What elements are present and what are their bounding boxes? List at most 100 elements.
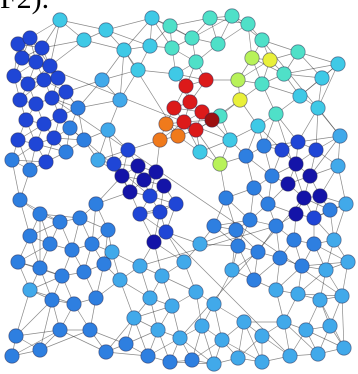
graph-node xyxy=(38,154,54,170)
graph-node xyxy=(268,106,284,122)
graph-node xyxy=(36,72,52,88)
graph-node xyxy=(312,292,328,308)
graph-node xyxy=(330,158,346,174)
graph-node xyxy=(188,284,204,300)
graph-node xyxy=(206,296,222,312)
graph-node xyxy=(36,116,52,132)
graph-node xyxy=(4,152,20,168)
graph-node xyxy=(290,134,306,150)
graph-node xyxy=(112,272,128,288)
graph-node xyxy=(254,76,270,92)
graph-node xyxy=(144,10,160,26)
graph-node xyxy=(158,116,174,132)
graph-node xyxy=(32,260,48,276)
graph-edge xyxy=(283,321,319,355)
graph-edge xyxy=(15,299,53,337)
graph-node xyxy=(322,202,338,218)
graph-node xyxy=(314,70,330,86)
graph-node xyxy=(42,236,58,252)
graph-edge xyxy=(275,113,305,199)
graph-node xyxy=(32,206,48,222)
graph-node xyxy=(42,58,58,74)
graph-node xyxy=(146,234,162,250)
graph-node xyxy=(246,180,262,196)
graph-node xyxy=(14,50,30,66)
graph-node xyxy=(164,40,180,56)
graph-node xyxy=(82,322,98,338)
graph-node xyxy=(210,36,226,52)
graph-node xyxy=(156,178,172,194)
graph-node xyxy=(20,76,36,92)
graph-node xyxy=(88,290,104,306)
figure-caption: F2). xyxy=(0,0,49,14)
graph-node xyxy=(52,12,68,28)
graph-node xyxy=(164,298,180,314)
graph-node xyxy=(168,66,184,82)
graph-node xyxy=(114,168,130,184)
graph-edge xyxy=(105,17,153,31)
graph-node xyxy=(152,132,168,148)
graph-node xyxy=(274,142,290,158)
graph-node xyxy=(28,96,44,112)
graph-edge xyxy=(139,225,277,267)
graph-node xyxy=(52,108,68,124)
graph-node xyxy=(230,350,246,366)
graph-node xyxy=(188,54,204,70)
graph-node xyxy=(262,52,278,68)
graph-node xyxy=(194,104,210,120)
graph-node xyxy=(46,130,62,146)
graph-node xyxy=(58,84,74,100)
graph-node xyxy=(260,196,276,212)
graph-node xyxy=(294,258,310,274)
graph-node xyxy=(100,122,116,138)
graph-node xyxy=(296,190,312,206)
graph-node xyxy=(198,72,214,88)
graph-node xyxy=(194,318,210,334)
graph-node xyxy=(62,120,78,136)
graph-node xyxy=(44,90,60,106)
graph-node xyxy=(230,238,246,254)
graph-node xyxy=(228,222,244,238)
graph-node xyxy=(22,30,38,46)
graph-node xyxy=(310,346,326,362)
graph-node xyxy=(276,314,292,330)
graph-node xyxy=(268,282,284,298)
graph-node xyxy=(312,188,328,204)
graph-node xyxy=(118,336,134,352)
graph-node xyxy=(268,218,284,234)
graph-edge xyxy=(119,49,125,101)
graph-node xyxy=(140,348,156,364)
graph-node xyxy=(72,210,88,226)
graph-node xyxy=(142,290,158,306)
graph-node xyxy=(334,288,350,304)
graph-node xyxy=(116,42,132,58)
graph-node xyxy=(18,112,34,128)
graph-node xyxy=(130,62,146,78)
graph-node xyxy=(142,38,158,54)
graph-node xyxy=(306,210,322,226)
graph-node xyxy=(276,66,292,82)
graph-node xyxy=(12,192,28,208)
graph-node xyxy=(184,352,200,368)
graph-node xyxy=(32,342,48,358)
graph-node xyxy=(254,32,270,48)
graph-node xyxy=(76,132,92,148)
graph-node xyxy=(264,168,280,184)
graph-node xyxy=(54,268,70,284)
graph-node xyxy=(98,22,114,38)
graph-node xyxy=(184,30,200,46)
graph-edge xyxy=(39,329,91,351)
graph-edge xyxy=(283,63,339,75)
graph-node xyxy=(306,236,322,252)
graph-node xyxy=(154,268,170,284)
graph-node xyxy=(332,128,348,144)
graph-node xyxy=(236,314,252,330)
graph-node xyxy=(280,176,296,192)
graph-node xyxy=(192,236,208,252)
graph-node xyxy=(246,272,262,288)
graph-node xyxy=(206,218,222,234)
graph-edge xyxy=(105,29,151,47)
graph-edge xyxy=(221,339,263,363)
graph-node xyxy=(254,354,270,370)
